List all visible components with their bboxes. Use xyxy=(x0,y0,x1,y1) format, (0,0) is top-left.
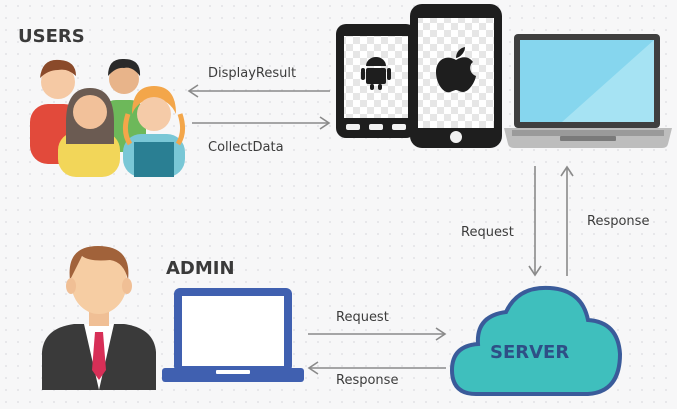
phones-icon xyxy=(336,4,502,148)
apple-icon xyxy=(436,47,476,93)
server-cloud-icon xyxy=(449,285,623,396)
response-horizontal-label: Response xyxy=(336,373,399,388)
response-vertical-label: Response xyxy=(587,214,650,229)
request-right-arrow xyxy=(308,327,447,341)
response-left-arrow xyxy=(307,361,446,375)
collect-data-label: CollectData xyxy=(208,140,284,155)
display-result-label: DisplayResult xyxy=(208,66,297,81)
request-down-arrow xyxy=(528,166,542,277)
display-result-arrow xyxy=(187,84,330,98)
admin-laptop-icon xyxy=(162,288,304,382)
users-group-icon xyxy=(30,58,186,177)
request-horizontal-label: Request xyxy=(336,310,389,325)
collect-data-arrow xyxy=(192,116,331,130)
businessman-icon xyxy=(42,246,156,390)
request-vertical-label: Request xyxy=(461,225,514,240)
server-label: SERVER xyxy=(490,342,570,363)
users-title: USERS xyxy=(18,26,85,47)
client-laptop-icon xyxy=(504,34,672,148)
android-icon xyxy=(361,57,391,90)
response-up-arrow xyxy=(560,165,574,276)
admin-title: ADMIN xyxy=(166,258,235,279)
